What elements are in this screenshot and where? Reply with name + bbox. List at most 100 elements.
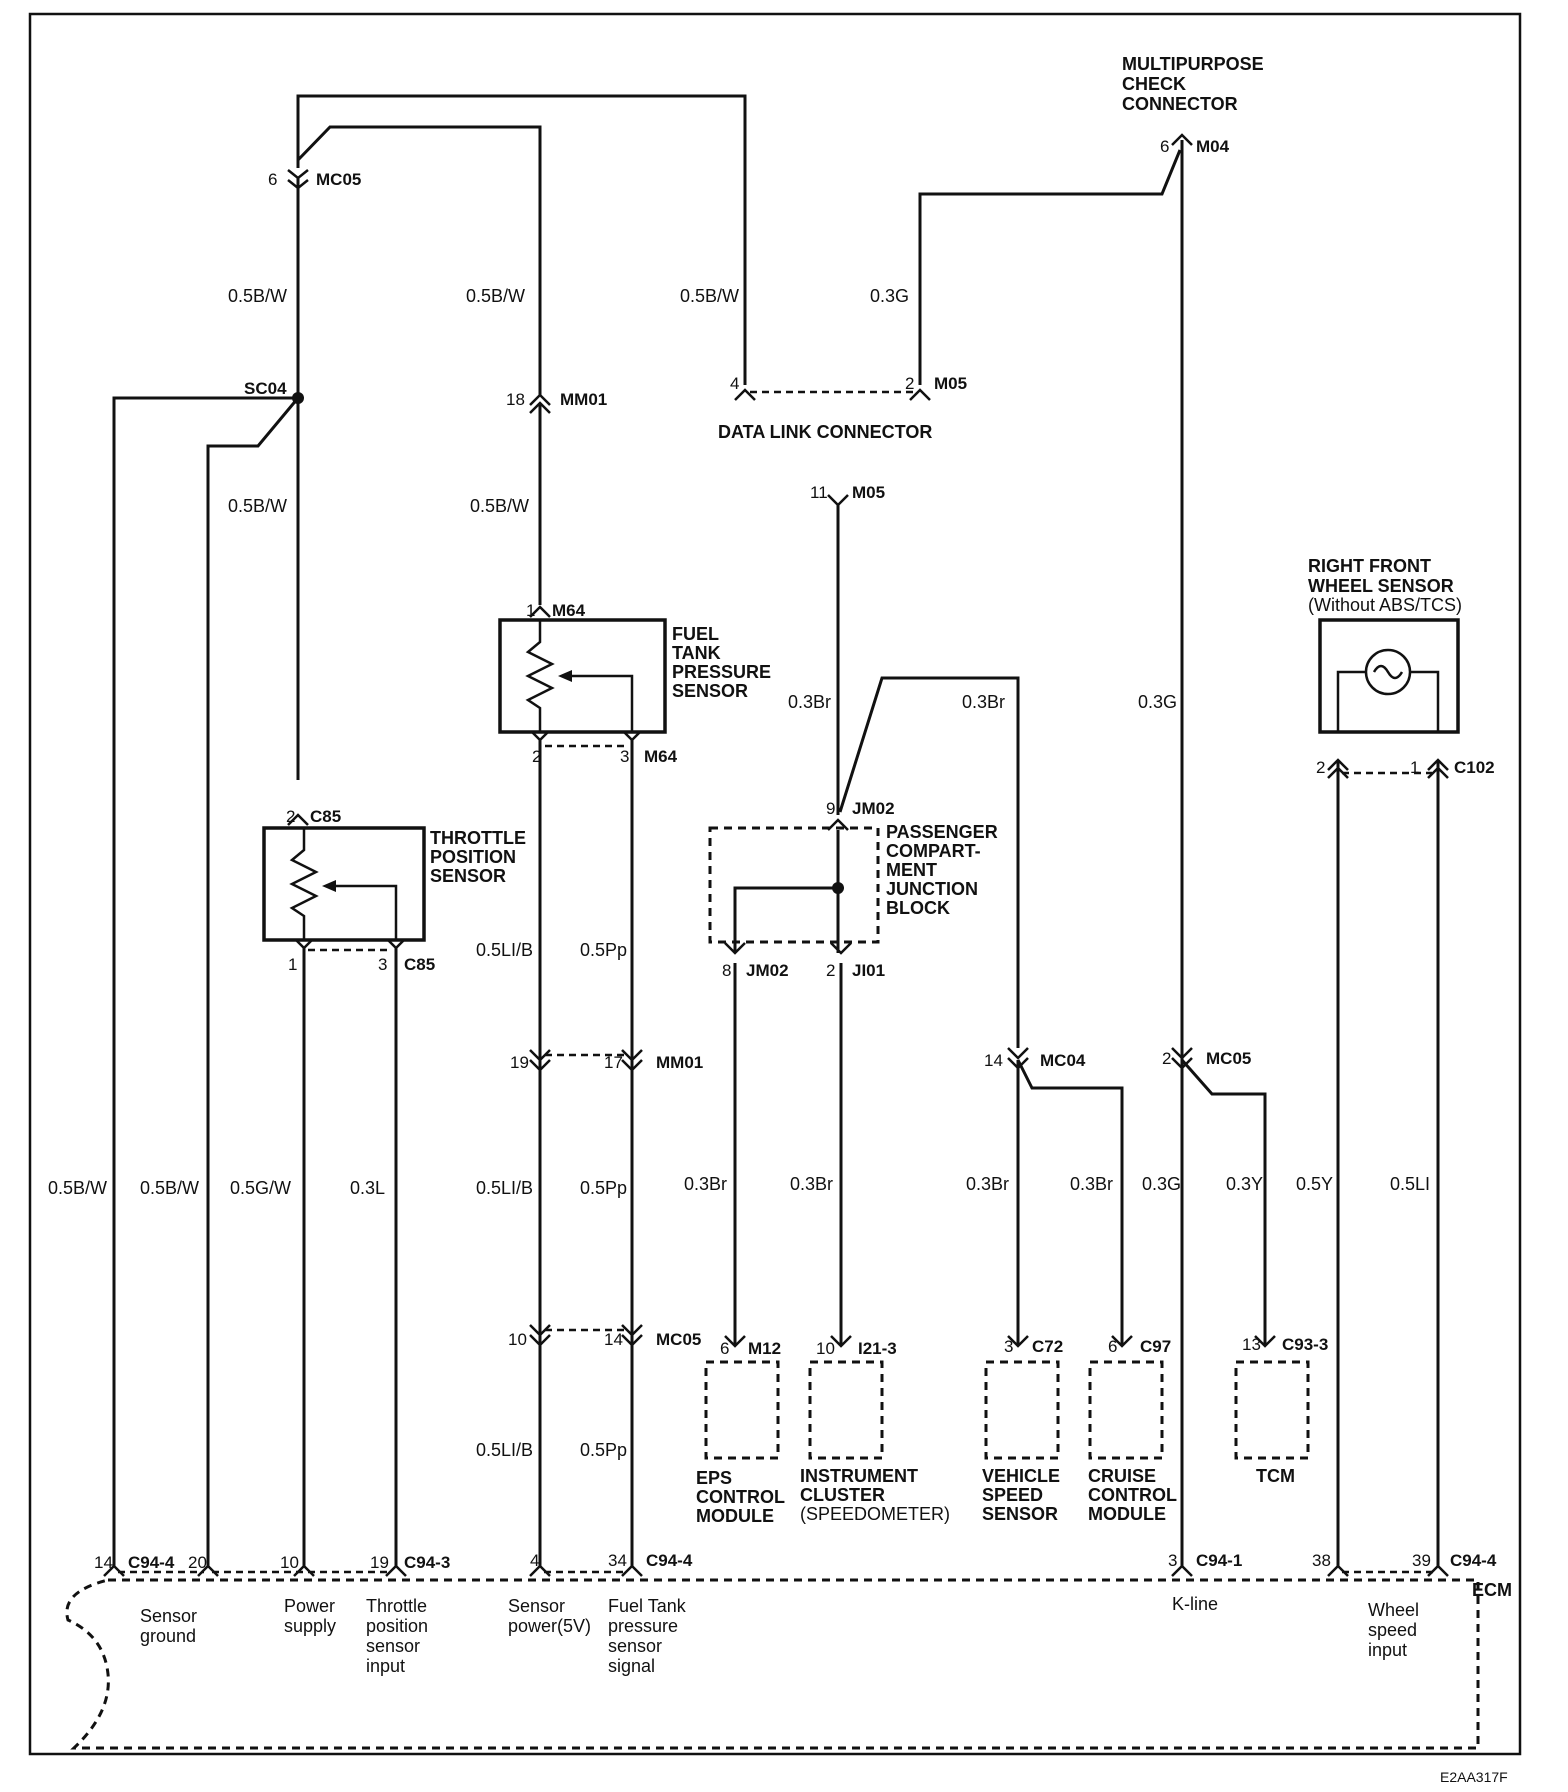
wire-m04-dlc [918,149,1182,385]
fuel-sensor-wiper [562,674,634,732]
wire-label-03br-1: 0.3Br [788,692,831,712]
conn-ji01: JI01 [852,961,885,980]
wire-label-03br-5: 0.3Br [966,1174,1009,1194]
wire-label-05lib-2: 0.5LI/B [476,1178,533,1198]
wire-label-05pp-1: 0.5Pp [580,940,627,960]
conn-c94-1: C94-1 [1196,1551,1242,1570]
conn-m04: M04 [1196,137,1230,156]
dlc2-symbol [909,388,931,401]
wire-label-05bw-2: 0.5B/W [466,286,525,306]
wire-label-03br-2: 0.3Br [962,692,1005,712]
m04-symbol [1171,133,1193,146]
wheel-sensor-leads [1336,670,1440,732]
sig-tps-input-2: position [366,1616,428,1636]
wire-jb-branch [733,886,838,953]
conn-jm02: JM02 [852,799,895,818]
pin-m64-3: 3 [620,747,629,766]
conn-c72: C72 [1032,1337,1063,1356]
mm01-19-symbol [529,1049,551,1072]
vss-label-1: VEHICLE [982,1466,1060,1486]
mcc-label-2: CHECK [1122,74,1186,94]
c102-1-symbol [1427,758,1449,779]
wire-label-05bw-4: 0.5B/W [228,496,287,516]
tps-label-2: POSITION [430,847,516,867]
m12-symbol [724,1335,746,1348]
conn-i21-3: I21-3 [858,1339,897,1358]
pin-c102-2: 2 [1316,758,1325,777]
wire-label-03g-3: 0.3G [1142,1174,1181,1194]
cluster-label-3: (SPEEDOMETER) [800,1504,950,1524]
conn-mc05: MC05 [316,170,361,189]
eps-label-3: MODULE [696,1506,774,1526]
jb-label-3: MENT [886,860,937,880]
wire-label-05lib-1: 0.5LI/B [476,940,533,960]
dlc4-symbol [734,388,756,401]
sig-wheel-speed-1: Wheel [1368,1600,1419,1620]
mm01-symbol [529,393,551,414]
pin-m05-bot: 11 [810,483,828,502]
conn-mc05-c: MC05 [656,1330,701,1349]
sig-power-supply-1: Power [284,1596,335,1616]
conn-c85-b: C85 [404,955,435,974]
pin-mc05-top: 6 [268,170,277,189]
pin-mc04-14: 14 [984,1051,1003,1070]
pin-ecm-34: 34 [608,1551,627,1570]
c102-2-symbol [1327,758,1349,779]
sig-fuel-signal-4: signal [608,1656,655,1676]
mm01-17-symbol [621,1049,643,1072]
eps-label-2: CONTROL [696,1487,785,1507]
conn-m64: M64 [552,601,586,620]
mc05-14-symbol [621,1324,643,1347]
pin-c85-1: 1 [288,955,297,974]
wires [112,94,1440,1566]
sig-wheel-speed-3: input [1368,1640,1407,1660]
pin-mm01-17: 17 [604,1053,623,1072]
conn-m05: M05 [934,374,967,393]
connector-symbols [103,133,1449,1577]
wire-sc04-ground-b [206,397,300,1566]
eps-label-1: EPS [696,1468,732,1488]
wire-tcm [1180,1059,1267,1345]
ecm-10-symbol [293,1564,315,1577]
conn-c94-4-b: C94-4 [646,1551,693,1570]
fuel-sensor-label-4: SENSOR [672,681,748,701]
tps-label-1: THROTTLE [430,828,526,848]
wheel-sensor-label-3: (Without ABS/TCS) [1308,595,1462,615]
conn-mm01-b: MM01 [656,1053,703,1072]
pin-jm02-8: 8 [722,961,731,980]
pin-m64-1: 1 [526,601,535,620]
wire-sc04-ground-a [112,396,298,1566]
pin-ecm-10: 10 [280,1553,299,1572]
pin-mm01-19: 19 [510,1053,529,1072]
pin-ecm-3: 3 [1168,1551,1177,1570]
cruise-label-1: CRUISE [1088,1466,1156,1486]
wire-label-05bw-1: 0.5B/W [228,286,287,306]
conn-mm01: MM01 [560,390,607,409]
pin-ecm-19: 19 [370,1553,389,1572]
instrument-cluster-box [808,1360,884,1460]
cluster-label-2: CLUSTER [800,1485,885,1505]
vss-label-2: SPEED [982,1485,1043,1505]
tps-resistor-icon [289,828,319,940]
wire-label-03br-6: 0.3Br [1070,1174,1113,1194]
jm02-9-symbol [827,818,849,831]
pin-m04: 6 [1160,137,1169,156]
cluster-label-1: INSTRUMENT [800,1466,918,1486]
conn-c94-3: C94-3 [404,1553,450,1572]
wire-label-03g-1: 0.3G [870,286,909,306]
conn-c94-4: C94-4 [128,1553,175,1572]
wire-mc05-to-dlc [296,94,747,385]
pin-ecm-14: 14 [94,1553,113,1572]
conn-m64-b: M64 [644,747,678,766]
c85-2-symbol [287,813,309,826]
sig-sensor-power-1: Sensor [508,1596,565,1616]
conn-mc05-b: MC05 [1206,1049,1251,1068]
dlc-label: DATA LINK CONNECTOR [718,422,932,442]
sig-sensor-ground-2: ground [140,1626,196,1646]
sig-sensor-ground-1: Sensor [140,1606,197,1626]
ecm-39-symbol [1427,1564,1449,1577]
wire-label-03br-3: 0.3Br [684,1174,727,1194]
wire-label-05bw-7: 0.5B/W [140,1178,199,1198]
pin-dlc-2: 2 [905,374,914,393]
